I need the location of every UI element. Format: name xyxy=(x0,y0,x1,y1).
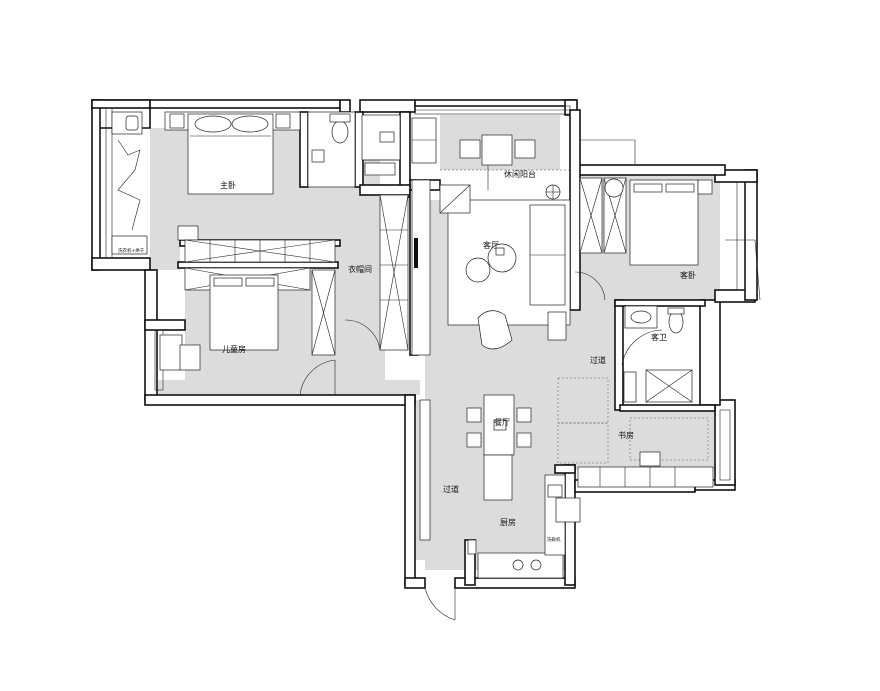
west-corridor-label: 过道 xyxy=(443,484,459,494)
master-bath xyxy=(307,111,437,188)
kids-room: 儿童房 xyxy=(159,267,381,396)
guest-bedroom-label: 客卧 xyxy=(680,270,696,280)
kitchen-label: 厨房 xyxy=(500,517,516,527)
master-bedroom-label: 主卧 xyxy=(220,180,236,190)
living-room: 客厅 xyxy=(439,184,571,350)
windows xyxy=(99,105,761,481)
leisure-balcony: 休闲阳台 xyxy=(440,134,570,190)
kitchen: 厨房 洗碗机 xyxy=(424,474,581,621)
living-room-label: 客厅 xyxy=(483,240,499,250)
laundry-label: 洗衣机+烘干 xyxy=(118,247,145,254)
balcony-label: 休闲阳台 xyxy=(504,169,536,179)
study: 过道 书房 xyxy=(557,355,714,488)
study-label: 书房 xyxy=(618,430,634,440)
dining-label: 餐厅 xyxy=(494,418,510,427)
guest-bedroom: 客卧 xyxy=(574,177,713,301)
wardrobes: 衣帽间 xyxy=(184,179,431,356)
dishwasher-label: 洗碗机 xyxy=(547,536,561,543)
kids-room-label: 儿童房 xyxy=(222,344,246,354)
closet-label: 衣帽间 xyxy=(348,264,372,274)
master-bedroom: 主卧 xyxy=(164,111,301,241)
dining-room: 餐厅 过道 xyxy=(419,394,532,541)
guest-bath-label: 客卫 xyxy=(651,332,667,342)
guest-bath: 客卫 xyxy=(621,305,693,403)
east-corridor-label: 过道 xyxy=(590,355,606,365)
laundry-balcony: 洗衣机+烘干 xyxy=(111,111,148,255)
